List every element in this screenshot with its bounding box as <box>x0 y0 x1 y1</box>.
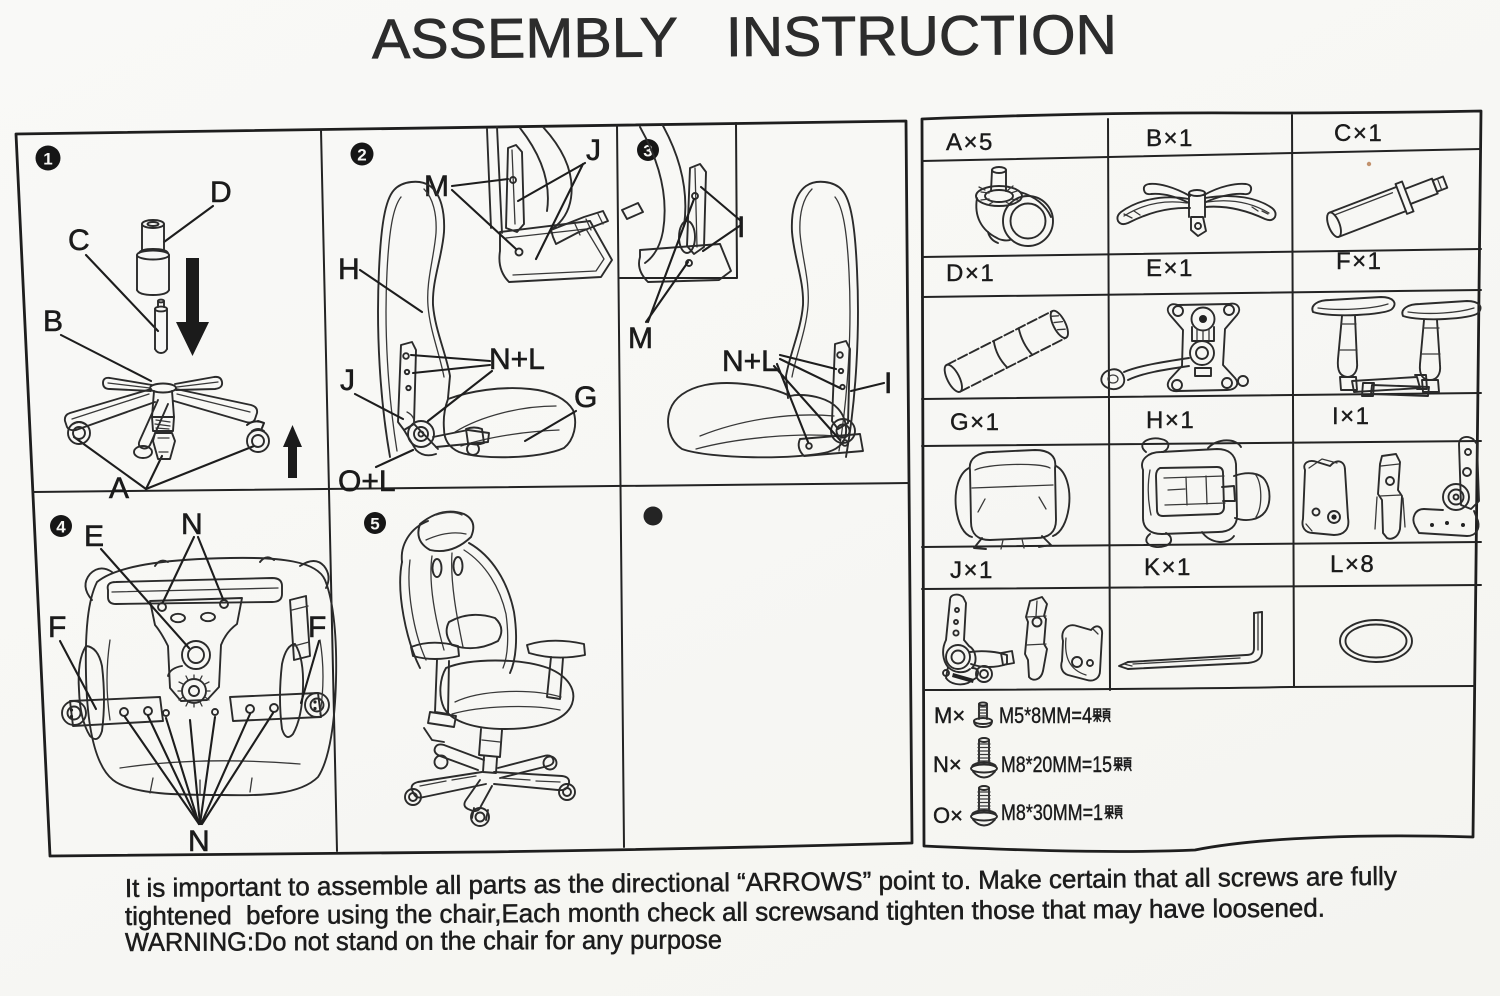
svg-text:H×1: H×1 <box>1146 407 1195 434</box>
svg-text:C: C <box>68 224 90 257</box>
svg-text:O×: O× <box>933 803 963 828</box>
svg-text:M: M <box>424 170 449 203</box>
svg-text:N: N <box>181 508 203 541</box>
svg-text:D: D <box>210 176 232 209</box>
svg-text:I: I <box>884 367 892 400</box>
svg-text:E×1: E×1 <box>1146 255 1194 282</box>
svg-text:N×: N× <box>933 752 962 777</box>
svg-text:M: M <box>628 322 653 355</box>
svg-text:tightened before using the ch: tightened before using the chair,Each mo… <box>125 893 1325 931</box>
svg-text:K×1: K×1 <box>1144 554 1192 581</box>
svg-text:G×1: G×1 <box>950 409 1001 436</box>
svg-text:J: J <box>586 134 601 167</box>
svg-text:5: 5 <box>370 515 379 534</box>
svg-text:E: E <box>84 520 104 553</box>
svg-text:I×1: I×1 <box>1332 403 1371 430</box>
svg-text:H: H <box>338 253 360 286</box>
svg-text:N: N <box>188 825 210 858</box>
svg-text:M8*20MM=15: M8*20MM=15 <box>1001 752 1112 777</box>
svg-text:ASSEMBLY: ASSEMBLY <box>372 5 678 70</box>
svg-text:M5*8MM=4: M5*8MM=4 <box>999 703 1092 728</box>
svg-text:D×1: D×1 <box>946 260 995 287</box>
svg-text:I: I <box>737 211 745 244</box>
svg-text:N+L: N+L <box>722 345 778 378</box>
svg-text:C×1: C×1 <box>1334 120 1383 147</box>
svg-text:O+L: O+L <box>338 465 396 498</box>
svg-text:WARNING:Do not stand on the ch: WARNING:Do not stand on the chair for an… <box>125 924 722 957</box>
svg-text:N+L: N+L <box>489 343 545 376</box>
svg-text:2: 2 <box>357 146 366 165</box>
svg-text:M8*30MM=1: M8*30MM=1 <box>1001 800 1103 825</box>
svg-text:B×1: B×1 <box>1146 125 1194 152</box>
svg-text:M×: M× <box>934 703 965 728</box>
svg-text:G: G <box>574 381 597 414</box>
svg-text:J×1: J×1 <box>950 557 994 584</box>
svg-text:F: F <box>48 611 66 644</box>
svg-text:1: 1 <box>43 150 52 169</box>
svg-text:4: 4 <box>56 518 66 537</box>
svg-text:INSTRUCTION: INSTRUCTION <box>726 3 1117 68</box>
svg-text:B: B <box>43 305 63 338</box>
svg-text:F×1: F×1 <box>1336 248 1383 275</box>
svg-text:A: A <box>109 472 129 505</box>
svg-text:J: J <box>340 364 355 397</box>
svg-text:3: 3 <box>643 142 652 161</box>
svg-text:A×5: A×5 <box>946 129 994 156</box>
svg-text:F: F <box>308 611 326 644</box>
svg-text:L×8: L×8 <box>1330 551 1375 578</box>
